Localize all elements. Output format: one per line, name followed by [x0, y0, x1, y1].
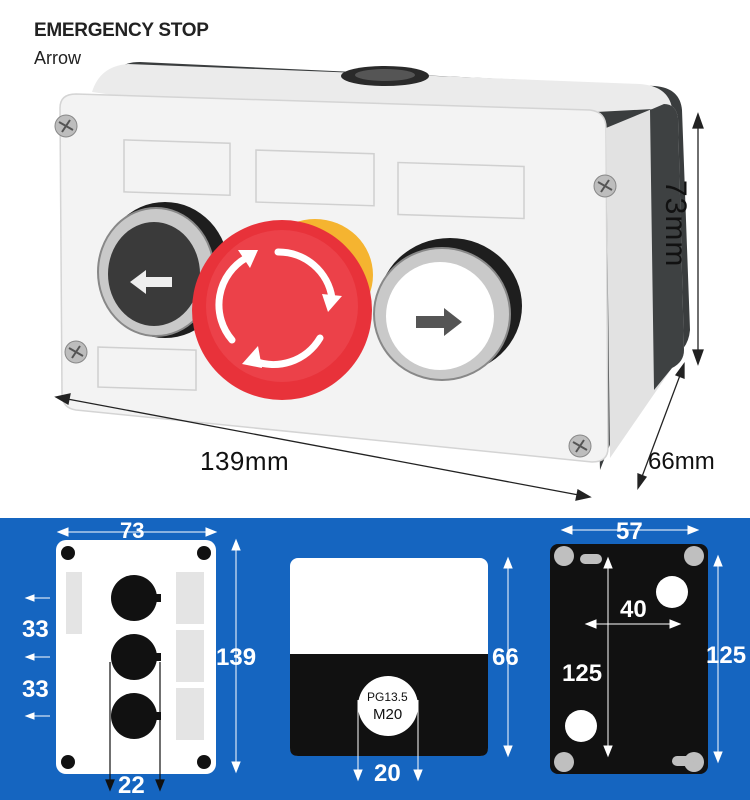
- housing-top: [92, 64, 672, 112]
- back-inner-label: 40: [620, 596, 647, 623]
- button-hole: [111, 575, 161, 621]
- front-width-label: 73: [120, 518, 145, 543]
- screw-icon: [568, 434, 592, 458]
- front-hole-spacing-label: 22: [118, 772, 145, 799]
- front-spacing-2-label: 33: [22, 676, 49, 703]
- cable-gland-hole: [358, 676, 418, 736]
- label-window-1: [123, 139, 231, 197]
- gland-width-label: 20: [374, 760, 401, 787]
- arrow-right-icon: [416, 308, 462, 336]
- gland-thread-label: M20: [373, 706, 403, 723]
- dimension-width-label: 139mm: [200, 446, 290, 476]
- mounting-hole: [565, 710, 597, 742]
- screw-icon: [593, 174, 617, 198]
- side-depth-label: 66: [492, 644, 519, 671]
- label-window-4: [97, 346, 197, 391]
- front-height-label: 139: [216, 644, 257, 671]
- back-height-right-label: 125: [706, 642, 747, 669]
- back-height-left-label: 125: [562, 660, 603, 687]
- button-hole: [111, 634, 161, 680]
- label-window-3: [397, 161, 525, 220]
- screw-icon: [64, 340, 88, 364]
- back-width-label: 57: [616, 518, 643, 545]
- gland-size-label: PG13.5: [367, 690, 408, 704]
- product-subtitle: Arrow: [34, 48, 82, 68]
- front-view-drawing: [24, 527, 241, 792]
- product-title: EMERGENCY STOP: [34, 20, 209, 41]
- screw-icon: [54, 114, 78, 138]
- back-view-drawing: [550, 525, 723, 774]
- side-view-drawing: [290, 556, 513, 782]
- emergency-stop-button[interactable]: [192, 219, 373, 400]
- mounting-hole: [656, 576, 688, 608]
- dimension-depth-label: 66mm: [648, 448, 715, 475]
- product-illustration: [54, 62, 704, 501]
- arrow-left-icon: [130, 270, 172, 294]
- label-window-2: [255, 149, 375, 207]
- button-hole: [111, 693, 161, 739]
- front-spacing-1-label: 33: [22, 616, 49, 643]
- right-arrow-button[interactable]: [373, 238, 522, 381]
